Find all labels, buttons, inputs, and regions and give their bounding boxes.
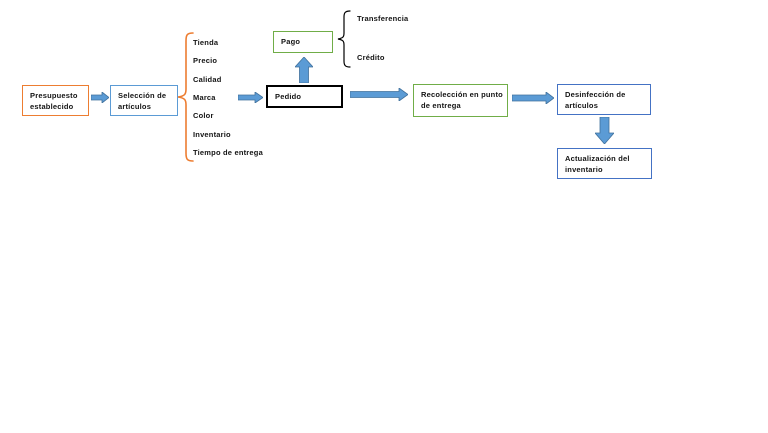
arrow-right-icon: [350, 88, 408, 101]
criteria-brace-icon: [177, 32, 194, 162]
criteria-item-tienda: Tienda: [193, 38, 219, 47]
node-desinfeccion-articulos: Desinfección de artículos: [557, 84, 651, 115]
arrow-right-icon: [91, 92, 109, 103]
node-seleccion-articulos: Selección de artículos: [110, 85, 178, 116]
criteria-item-calidad: Calidad: [193, 75, 222, 84]
criteria-item-marca: Marca: [193, 93, 216, 102]
node-recoleccion-punto-entrega: Recolección en punto de entrega: [413, 84, 508, 117]
arrow-down-icon: [595, 117, 614, 144]
criteria-item-precio: Precio: [193, 56, 218, 65]
payment-brace-icon: [337, 10, 351, 68]
node-presupuesto-establecido: Presupuesto establecido: [22, 85, 89, 116]
criteria-item-inventario: Inventario: [193, 130, 231, 139]
node-pago: Pago: [273, 31, 333, 53]
payment-option-transferencia: Transferencia: [357, 14, 409, 23]
node-actualizacion-inventario: Actualización del inventario: [557, 148, 652, 179]
payment-option-credito: Crédito: [357, 53, 385, 62]
arrow-right-icon: [238, 92, 263, 103]
arrow-up-icon: [295, 57, 313, 83]
criteria-item-tiempo: Tiempo de entrega: [193, 148, 263, 157]
arrow-right-icon: [512, 92, 554, 104]
criteria-item-color: Color: [193, 111, 214, 120]
node-pedido: Pedido: [266, 85, 343, 108]
